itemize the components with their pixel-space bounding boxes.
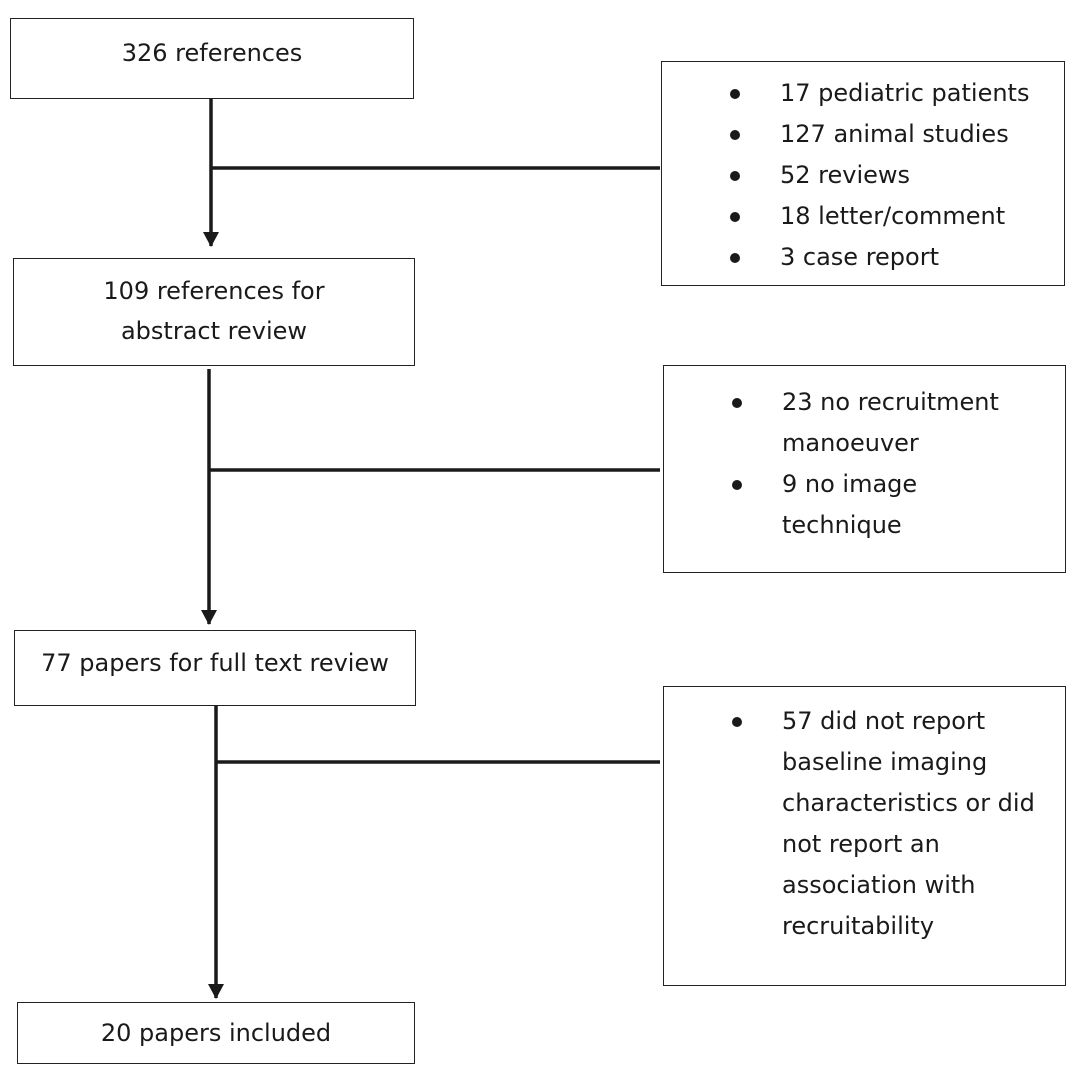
step-box-references: 326 references bbox=[10, 18, 414, 99]
exclusion-list: 57 did not report baseline imaging chara… bbox=[664, 701, 1065, 947]
arrowhead-3 bbox=[208, 984, 224, 999]
bullet-icon bbox=[732, 717, 742, 727]
step-box-included: 20 papers included bbox=[17, 1002, 415, 1064]
step-label-line-2: abstract review bbox=[120, 317, 308, 345]
exclusion-item: 18 letter/comment bbox=[662, 196, 1064, 237]
step-box-abstract-review: 109 references for abstract review bbox=[13, 258, 415, 366]
exclusion-item: 17 pediatric patients bbox=[662, 73, 1064, 114]
exclusion-item: 3 case report bbox=[662, 237, 1064, 278]
step-label-line-1: 109 references for bbox=[103, 277, 325, 305]
exclusion-item: 57 did not report baseline imaging chara… bbox=[664, 701, 1065, 947]
bullet-icon bbox=[730, 212, 740, 222]
bullet-icon bbox=[732, 398, 742, 408]
bullet-icon bbox=[730, 171, 740, 181]
bullet-icon bbox=[730, 130, 740, 140]
bullet-icon bbox=[730, 253, 740, 263]
exclusion-item: 23 no recruitment manoeuver bbox=[664, 382, 1065, 464]
exclusion-box-3: 57 did not report baseline imaging chara… bbox=[663, 686, 1066, 986]
bullet-icon bbox=[732, 480, 742, 490]
arrowhead-1 bbox=[203, 232, 219, 247]
step-label: 20 papers included bbox=[100, 1019, 332, 1047]
exclusion-box-2: 23 no recruitment manoeuver 9 no image t… bbox=[663, 365, 1066, 573]
exclusion-list: 23 no recruitment manoeuver 9 no image t… bbox=[664, 382, 1065, 546]
exclusion-box-1: 17 pediatric patients 127 animal studies… bbox=[661, 61, 1065, 286]
arrowhead-2 bbox=[201, 610, 217, 625]
exclusion-item: 9 no image technique bbox=[664, 464, 1065, 546]
exclusion-list: 17 pediatric patients 127 animal studies… bbox=[662, 73, 1064, 278]
step-box-full-text-review: 77 papers for full text review bbox=[14, 630, 416, 706]
bullet-icon bbox=[730, 89, 740, 99]
step-label: 77 papers for full text review bbox=[41, 649, 389, 677]
step-label: 326 references bbox=[121, 39, 303, 67]
exclusion-item: 127 animal studies bbox=[662, 114, 1064, 155]
exclusion-item: 52 reviews bbox=[662, 155, 1064, 196]
